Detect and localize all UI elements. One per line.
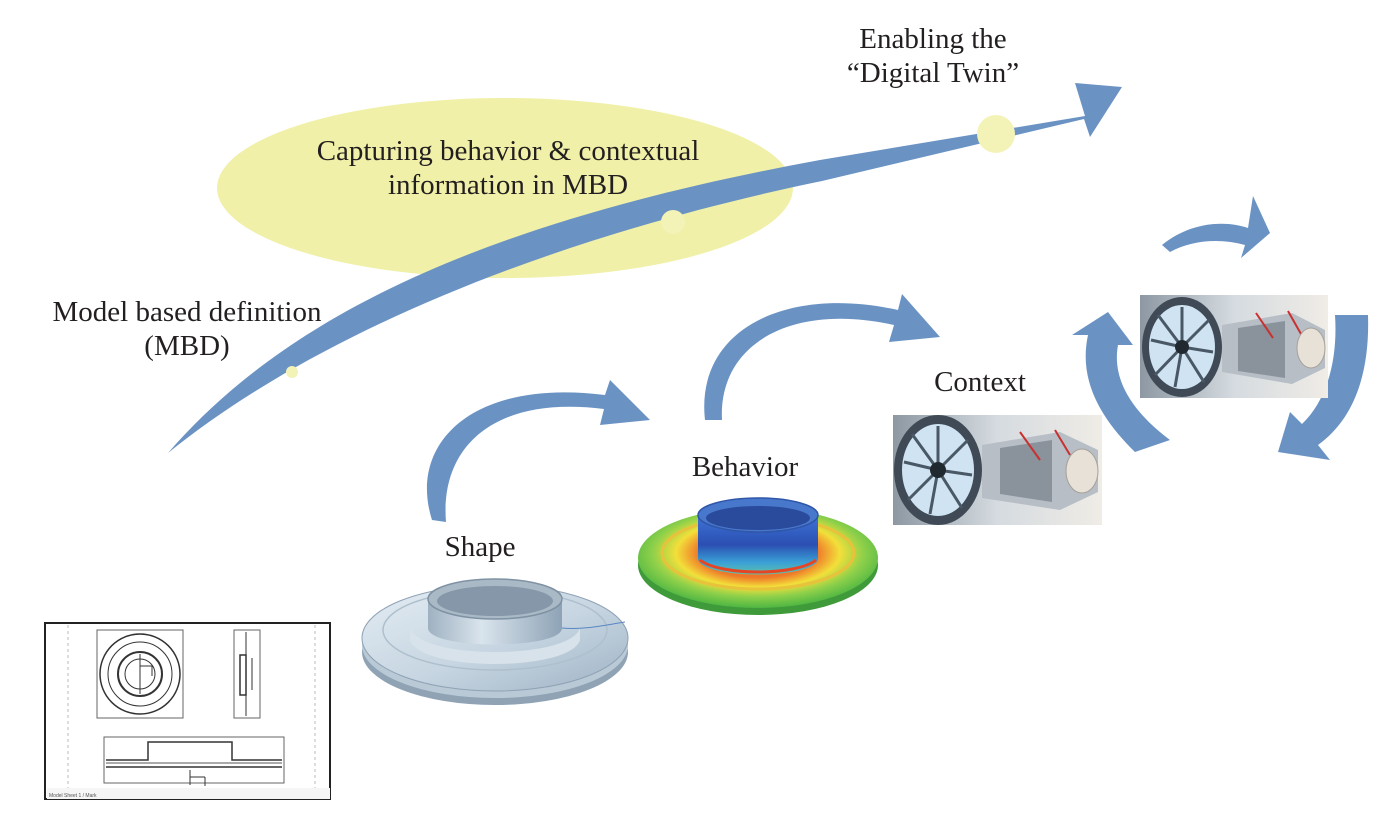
- milestone-dot-capture: [661, 210, 685, 234]
- label-behavior: Behavior: [691, 451, 799, 483]
- jet-engine-cutaway: [893, 415, 1102, 525]
- label-capture-line2: information in MBD: [387, 169, 629, 201]
- highlight-ellipse: [217, 98, 793, 278]
- label-digital-twin-line1: Enabling the: [859, 23, 1007, 55]
- cycle-arrow-top: [1162, 196, 1270, 258]
- drawing-footer-text: Model Sheet 1 / Mark: [49, 793, 97, 799]
- label-shape: Shape: [444, 531, 516, 563]
- engineering-drawing: Model Sheet 1 / Mark: [44, 622, 331, 800]
- label-digital-twin: Enabling the “Digital Twin”: [818, 22, 1048, 90]
- curved-arrow-shape-to-behavior: [426, 380, 650, 522]
- label-capture-line1: Capturing behavior & contextual: [316, 135, 700, 167]
- milestone-dot-twin: [977, 115, 1015, 153]
- jet-engine-twin: [1140, 295, 1328, 398]
- label-mbd-line2: (MBD): [144, 330, 230, 362]
- curved-arrow-behavior-to-context: [704, 294, 940, 420]
- label-capture: Capturing behavior & contextual informat…: [268, 134, 748, 202]
- cycle-arrow-right: [1278, 315, 1369, 460]
- flange-part: [361, 578, 629, 705]
- cycle-arrow-left: [1072, 312, 1170, 452]
- label-mbd: Model based definition (MBD): [22, 295, 352, 363]
- label-context: Context: [934, 366, 1026, 398]
- label-digital-twin-line2: “Digital Twin”: [846, 57, 1020, 89]
- label-mbd-line1: Model based definition: [52, 296, 322, 328]
- milestone-dot-mbd: [286, 366, 298, 378]
- fea-flange: [638, 497, 878, 615]
